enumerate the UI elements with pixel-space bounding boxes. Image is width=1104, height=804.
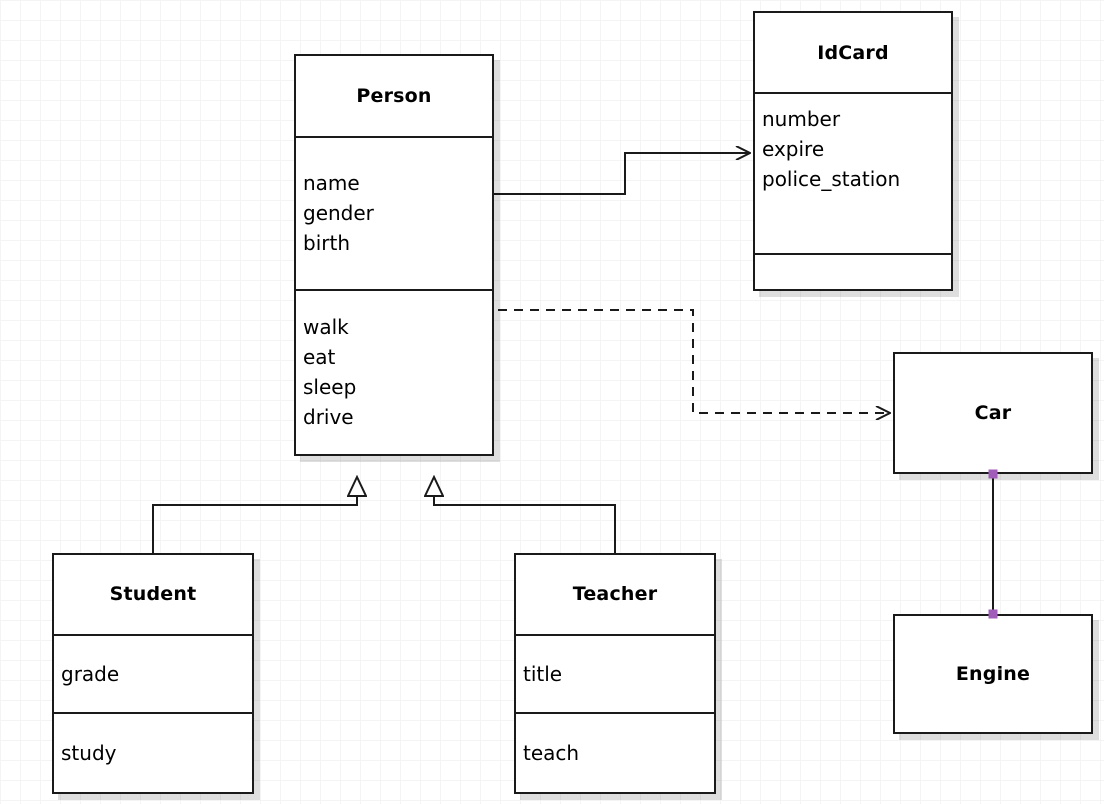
- attribute-item: name: [303, 171, 360, 196]
- class-box-student[interactable]: Student grade study: [52, 553, 254, 794]
- class-title-person: Person: [296, 56, 492, 136]
- class-title-car: Car: [895, 354, 1091, 472]
- attribute-item: gender: [303, 201, 374, 226]
- class-attributes-student: grade: [54, 633, 252, 713]
- class-title-student: Student: [54, 555, 252, 634]
- class-box-car[interactable]: Car: [893, 352, 1093, 474]
- operation-item: study: [61, 741, 117, 766]
- class-attributes-person: name gender birth: [296, 135, 492, 289]
- class-box-teacher[interactable]: Teacher title teach: [514, 553, 716, 794]
- class-name-car: Car: [974, 402, 1012, 424]
- class-name-engine: Engine: [955, 663, 1031, 685]
- connection-handle-car-bottom[interactable]: [988, 469, 998, 479]
- attribute-item: title: [523, 662, 563, 686]
- edge-teacher-person-generalization[interactable]: [434, 477, 616, 553]
- edge-person-car-dependency[interactable]: [498, 309, 889, 413]
- class-operations-person: walk eat sleep drive: [296, 288, 492, 454]
- operation-item: drive: [303, 405, 354, 430]
- operation-item: walk: [303, 315, 349, 340]
- class-title-teacher: Teacher: [516, 555, 714, 634]
- attribute-item: expire: [762, 137, 825, 162]
- class-name-idcard: IdCard: [817, 41, 889, 64]
- class-operations-student: study: [54, 712, 252, 792]
- class-attributes-teacher: title: [516, 633, 714, 713]
- class-operations-idcard: [755, 253, 951, 289]
- operation-item: eat: [303, 345, 336, 370]
- class-attributes-idcard: number expire police_station: [755, 92, 951, 253]
- edge-person-idcard-association[interactable]: [494, 153, 749, 195]
- operation-item: teach: [523, 741, 580, 766]
- edge-student-person-generalization[interactable]: [152, 477, 357, 553]
- class-operations-teacher: teach: [516, 712, 714, 792]
- class-name-teacher: Teacher: [572, 583, 658, 606]
- class-box-idcard[interactable]: IdCard number expire police_station: [753, 11, 953, 291]
- attribute-item: grade: [61, 662, 120, 686]
- class-name-person: Person: [356, 84, 432, 107]
- attribute-item: police_station: [762, 167, 901, 192]
- class-title-engine: Engine: [895, 616, 1091, 732]
- connection-handle-engine-top[interactable]: [988, 609, 998, 619]
- attribute-item: birth: [303, 231, 350, 256]
- class-box-person[interactable]: Person name gender birth walk eat sleep …: [294, 54, 494, 456]
- attribute-item: number: [762, 107, 841, 132]
- class-box-engine[interactable]: Engine: [893, 614, 1093, 734]
- operation-item: sleep: [303, 375, 357, 400]
- class-title-idcard: IdCard: [755, 13, 951, 92]
- class-name-student: Student: [109, 583, 197, 606]
